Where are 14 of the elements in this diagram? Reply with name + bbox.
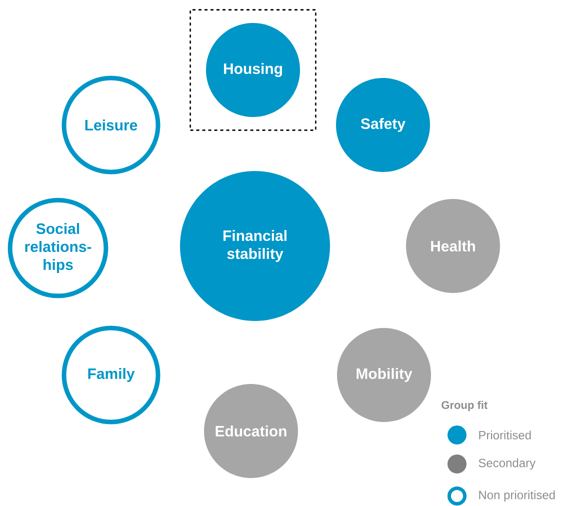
circle-node: Education [204,384,298,478]
ring-node: Family [62,326,160,424]
legend-text: Non prioritised [479,490,555,502]
ring-node: Leisure [62,76,160,174]
dashed-frame [190,9,316,131]
circle-node: Financial stability [180,171,330,321]
circle-node: Health [406,199,500,293]
legend-text: Prioritised [479,430,531,440]
ring-node: Social relations-hips [8,198,108,298]
legend-title: Group fit [442,400,488,412]
circle-node: Housing [206,23,300,117]
circle-node: Safety [336,78,430,172]
legend-text: Secondary [478,458,536,470]
circle-node: Mobility [337,328,431,422]
